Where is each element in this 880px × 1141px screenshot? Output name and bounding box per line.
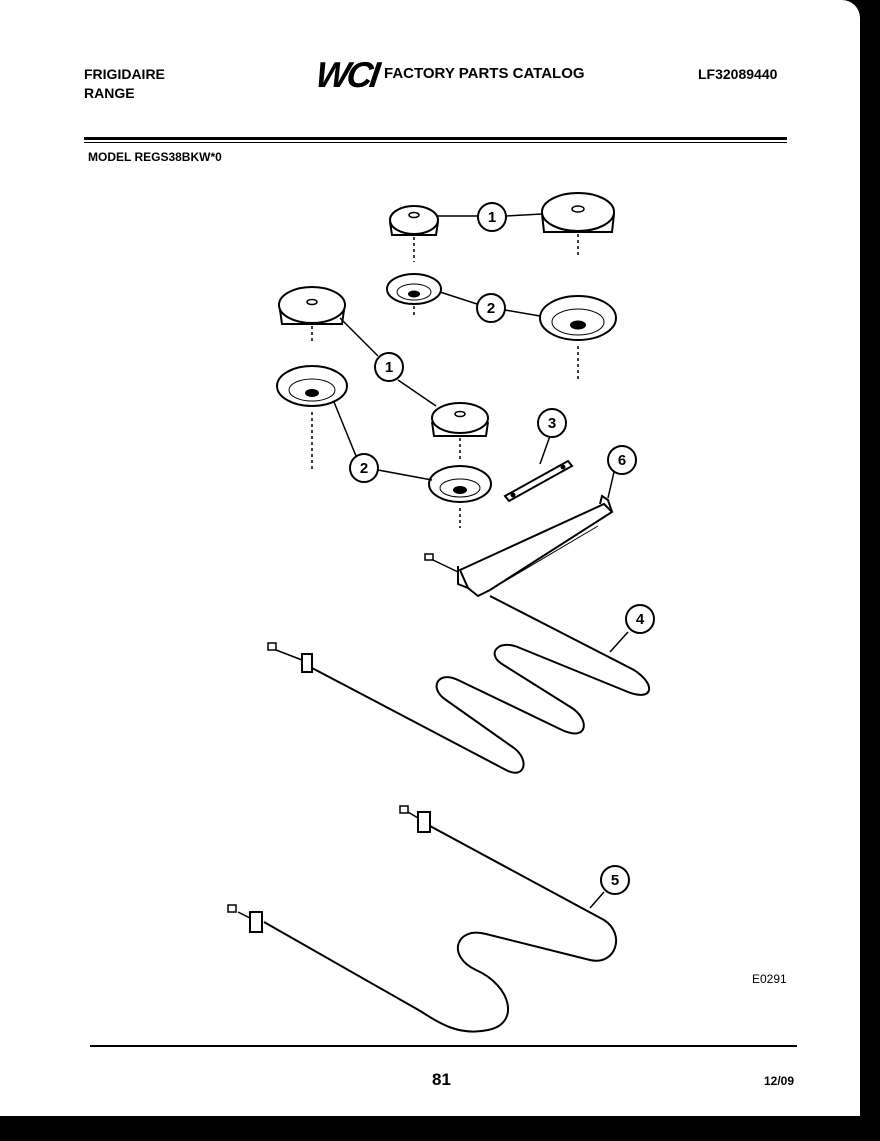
callout-1a: 1	[477, 202, 507, 232]
catalog-part-number: LF32089440	[698, 66, 778, 82]
header-rule-thin	[84, 142, 787, 143]
catalog-page: FRIGIDAIRE RANGE WCI FACTORY PARTS CATAL…	[0, 0, 860, 1116]
callout-1b: 1	[374, 352, 404, 382]
footer-rule	[90, 1045, 797, 1047]
brand-name: FRIGIDAIRE	[84, 66, 165, 82]
surface-element-large-front	[278, 286, 346, 342]
revision-date: 12/09	[764, 1074, 795, 1088]
bracket-part-6	[424, 494, 614, 598]
bracket-part-3	[503, 459, 574, 503]
drip-bowl-large-front	[276, 365, 348, 470]
diagram-code: E0291	[752, 972, 787, 986]
heating-element-part-5	[227, 805, 618, 1033]
surface-element-large-rear	[541, 192, 615, 258]
page-number: 81	[432, 1070, 451, 1089]
callout-4: 4	[625, 604, 655, 634]
exploded-parts-diagram: 1 2 1 2 3 6 4 5	[227, 192, 655, 1033]
callout-label: 6	[618, 452, 626, 469]
callout-2b: 2	[349, 453, 379, 483]
callout-label: 3	[548, 415, 556, 432]
callout-6: 6	[607, 445, 637, 475]
drip-bowl-small-rear	[386, 273, 442, 318]
callout-label: 4	[636, 611, 645, 628]
drip-bowl-large-rear	[539, 295, 617, 380]
callout-label: 2	[487, 300, 495, 317]
model-number: MODEL REGS38BKW*0	[88, 150, 222, 164]
callout-3: 3	[537, 408, 567, 438]
catalog-title: FACTORY PARTS CATALOG	[384, 65, 585, 82]
header-rule	[84, 137, 787, 140]
callout-label: 5	[611, 872, 619, 889]
callout-label: 1	[385, 359, 393, 376]
callout-leaders	[333, 213, 629, 909]
surface-element-small-rear	[389, 205, 439, 262]
drip-bowl-small-front	[428, 465, 492, 528]
callout-label: 2	[360, 460, 368, 477]
callout-label: 1	[488, 209, 496, 226]
surface-element-small-front	[431, 402, 489, 460]
heating-element-part-4	[267, 595, 651, 774]
callout-5: 5	[600, 865, 630, 895]
callout-2a: 2	[476, 293, 506, 323]
product-type: RANGE	[84, 85, 135, 101]
